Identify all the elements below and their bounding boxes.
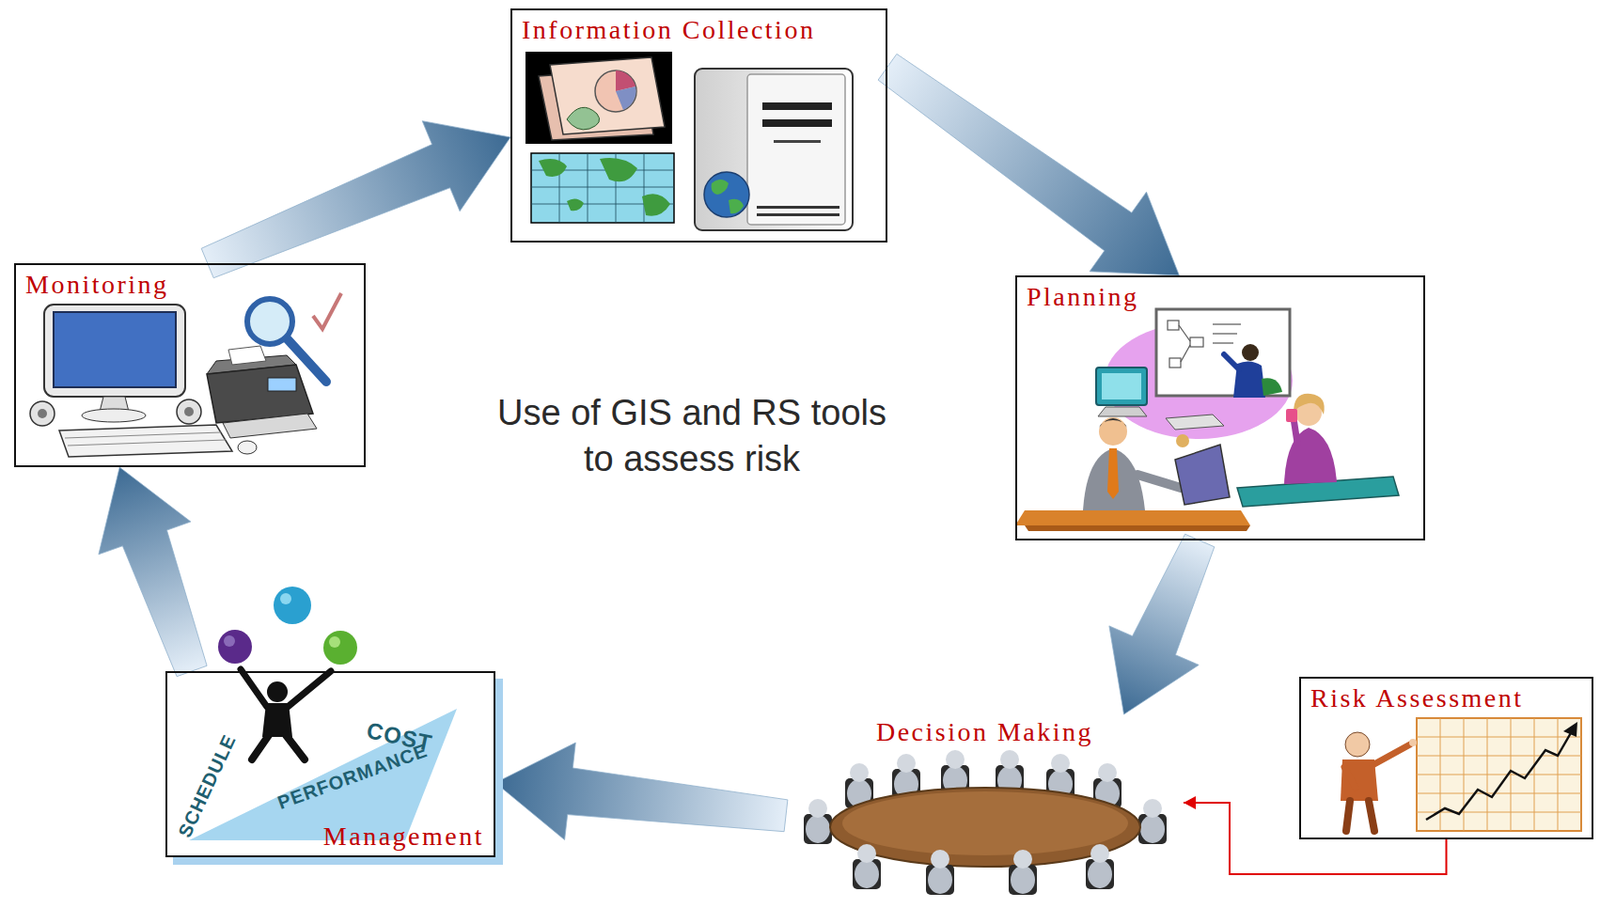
planning-illustration [1015,309,1399,532]
node-title: Planning [1017,277,1149,317]
block-arrow [98,467,207,677]
node-title: Decision Making [866,714,1103,751]
input-connector [1183,796,1447,875]
node-title: Monitoring [15,265,179,305]
flow-arrow [98,467,207,677]
triangle-label: SCHEDULE [174,731,239,840]
arrow-head [1183,796,1196,810]
block-arrow [878,53,1179,276]
node-title: Information Collection [512,10,825,50]
block-arrow [495,742,788,840]
process-box: Planning [1015,275,1426,541]
node-title: Management [313,818,494,856]
risk-illustration [1340,718,1582,832]
process-box: Monitoring [14,263,366,468]
triangle-label: PERFORMANCE [275,740,430,813]
flow-arrow [878,53,1179,276]
process-box: Information Collection [510,8,888,243]
block-arrow [201,121,511,279]
process-box: Risk Assessment [1299,676,1594,840]
flow-arrow [1109,533,1215,715]
info-illustration [525,51,853,231]
monitoring-illustration [30,293,342,457]
meeting-table-illustration [803,750,1167,895]
meeting-node: Decision Making [785,714,1184,899]
block-arrow [1109,533,1215,715]
flow-arrow [495,742,788,840]
flow-arrow [201,121,511,279]
center-note: Use of GIS and RS tools to assess risk [485,390,899,484]
management-illustration [188,586,457,841]
node-title: Risk Assessment [1301,678,1534,719]
